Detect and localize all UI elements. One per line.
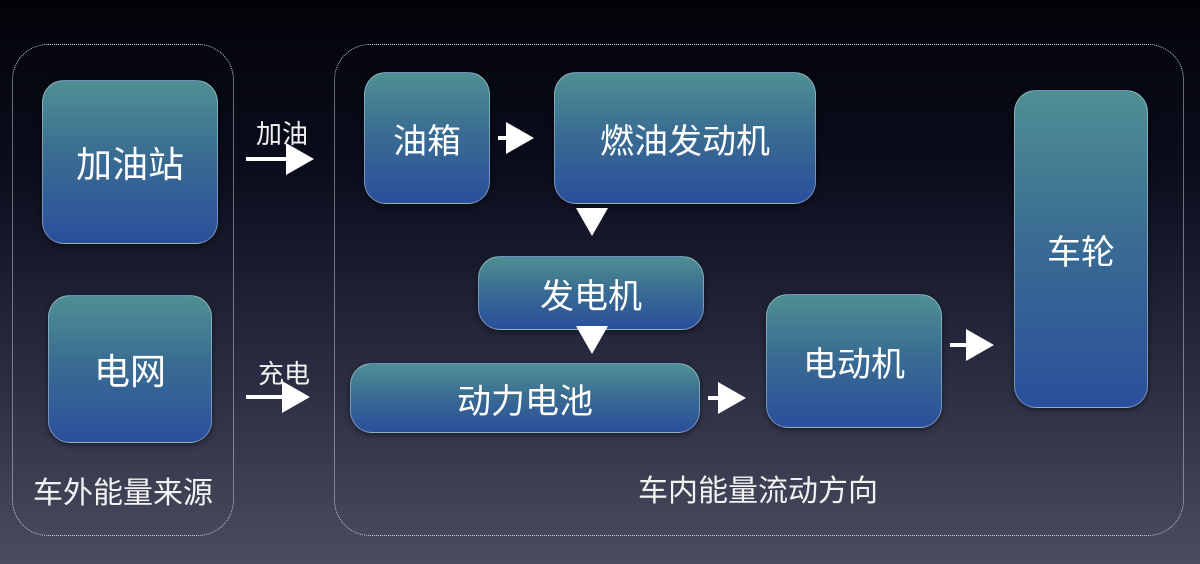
internal-flow-group: [334, 44, 1184, 536]
node-engine: 燃油发动机: [554, 72, 816, 204]
node-generator: 发电机: [478, 256, 704, 330]
node-battery: 动力电池: [350, 363, 700, 433]
node-wheels: 车轮: [1014, 90, 1148, 408]
external-sources-label: 车外能量来源: [33, 476, 213, 511]
external-sources-group: [12, 44, 234, 536]
node-gas-station: 加油站: [42, 80, 218, 244]
node-grid: 电网: [48, 295, 212, 443]
node-motor: 电动机: [766, 294, 942, 428]
internal-flow-label: 车内能量流动方向: [638, 474, 878, 509]
node-fuel-tank: 油箱: [364, 72, 490, 204]
